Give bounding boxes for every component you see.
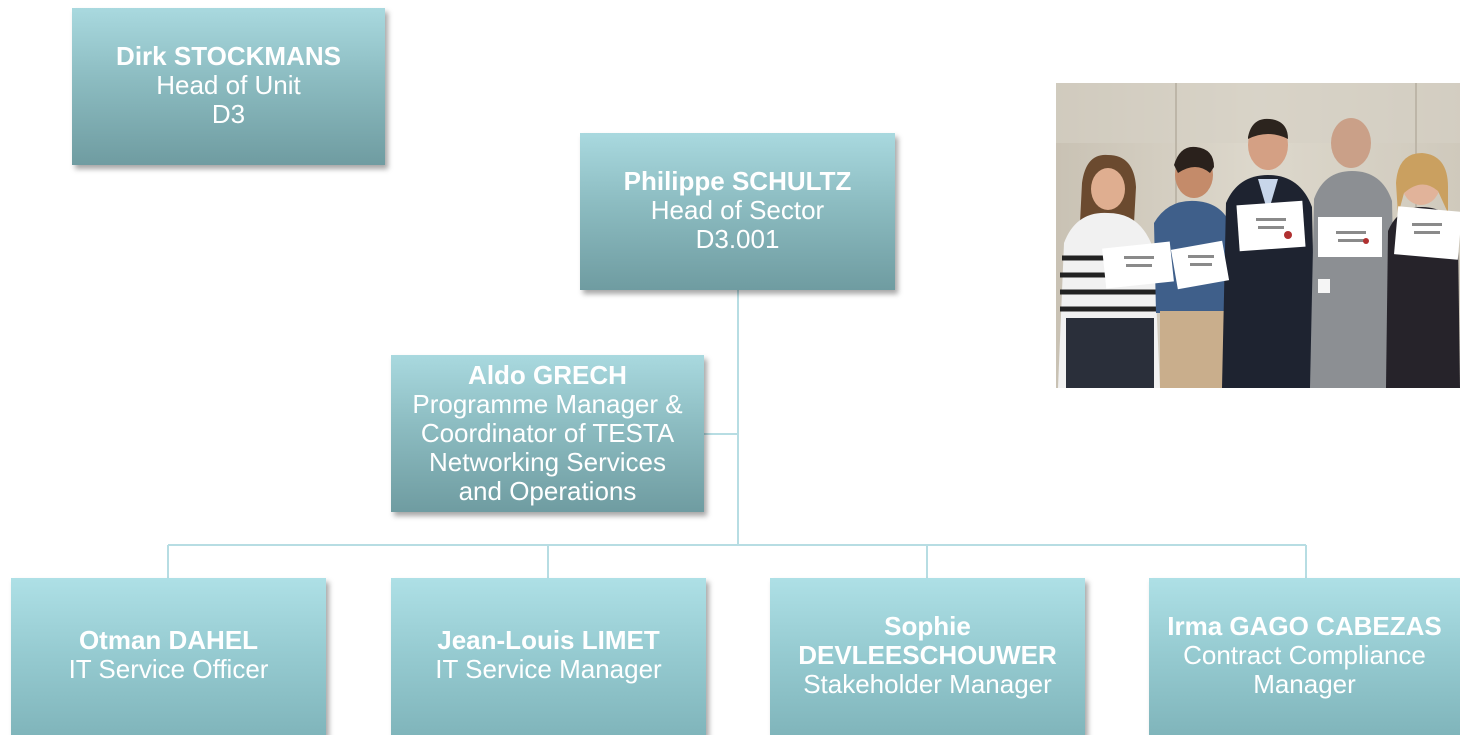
- team-member-jean-louis-box: Jean-Louis LIMET IT Service Manager: [391, 578, 706, 735]
- team-member-role-line-1: Contract Compliance: [1183, 640, 1426, 670]
- team-member-role: IT Service Manager: [435, 654, 662, 684]
- programme-manager-name: Aldo GRECH: [468, 360, 627, 390]
- programme-manager-box: Aldo GRECH Programme Manager & Coordinat…: [391, 355, 704, 512]
- programme-manager-line-2: Coordinator of TESTA: [420, 418, 675, 448]
- team-member-name: Otman DAHEL: [78, 625, 259, 655]
- head-of-sector-name: Philippe SCHULTZ: [623, 166, 852, 196]
- team-photo: [1056, 83, 1460, 388]
- team-member-last-name: DEVLEESCHOUWER: [798, 640, 1057, 670]
- head-of-unit-code: D3: [211, 99, 246, 129]
- team-member-name: Jean-Louis LIMET: [437, 625, 660, 655]
- programme-manager-line-4: and Operations: [458, 476, 637, 506]
- team-member-first-name: Sophie: [884, 611, 971, 641]
- programme-manager-line-3: Networking Services: [429, 447, 666, 477]
- team-member-role: Stakeholder Manager: [803, 669, 1052, 699]
- team-member-role-line-2: Manager: [1253, 669, 1356, 699]
- team-member-otman-box: Otman DAHEL IT Service Officer: [11, 578, 326, 735]
- head-of-unit-name: Dirk STOCKMANS: [116, 41, 341, 71]
- head-of-sector-title: Head of Sector: [650, 195, 825, 225]
- head-of-sector-code: D3.001: [695, 224, 780, 254]
- team-photo-illustration: [1056, 83, 1460, 388]
- head-of-unit-box: Dirk STOCKMANS Head of Unit D3: [72, 8, 385, 165]
- team-member-irma-box: Irma GAGO CABEZAS Contract Compliance Ma…: [1149, 578, 1460, 735]
- team-member-sophie-box: Sophie DEVLEESCHOUWER Stakeholder Manage…: [770, 578, 1085, 735]
- team-member-name: Irma GAGO CABEZAS: [1167, 611, 1442, 641]
- programme-manager-line-1: Programme Manager &: [412, 389, 683, 419]
- head-of-unit-title: Head of Unit: [156, 70, 301, 100]
- head-of-sector-box: Philippe SCHULTZ Head of Sector D3.001: [580, 133, 895, 290]
- team-member-role: IT Service Officer: [68, 654, 269, 684]
